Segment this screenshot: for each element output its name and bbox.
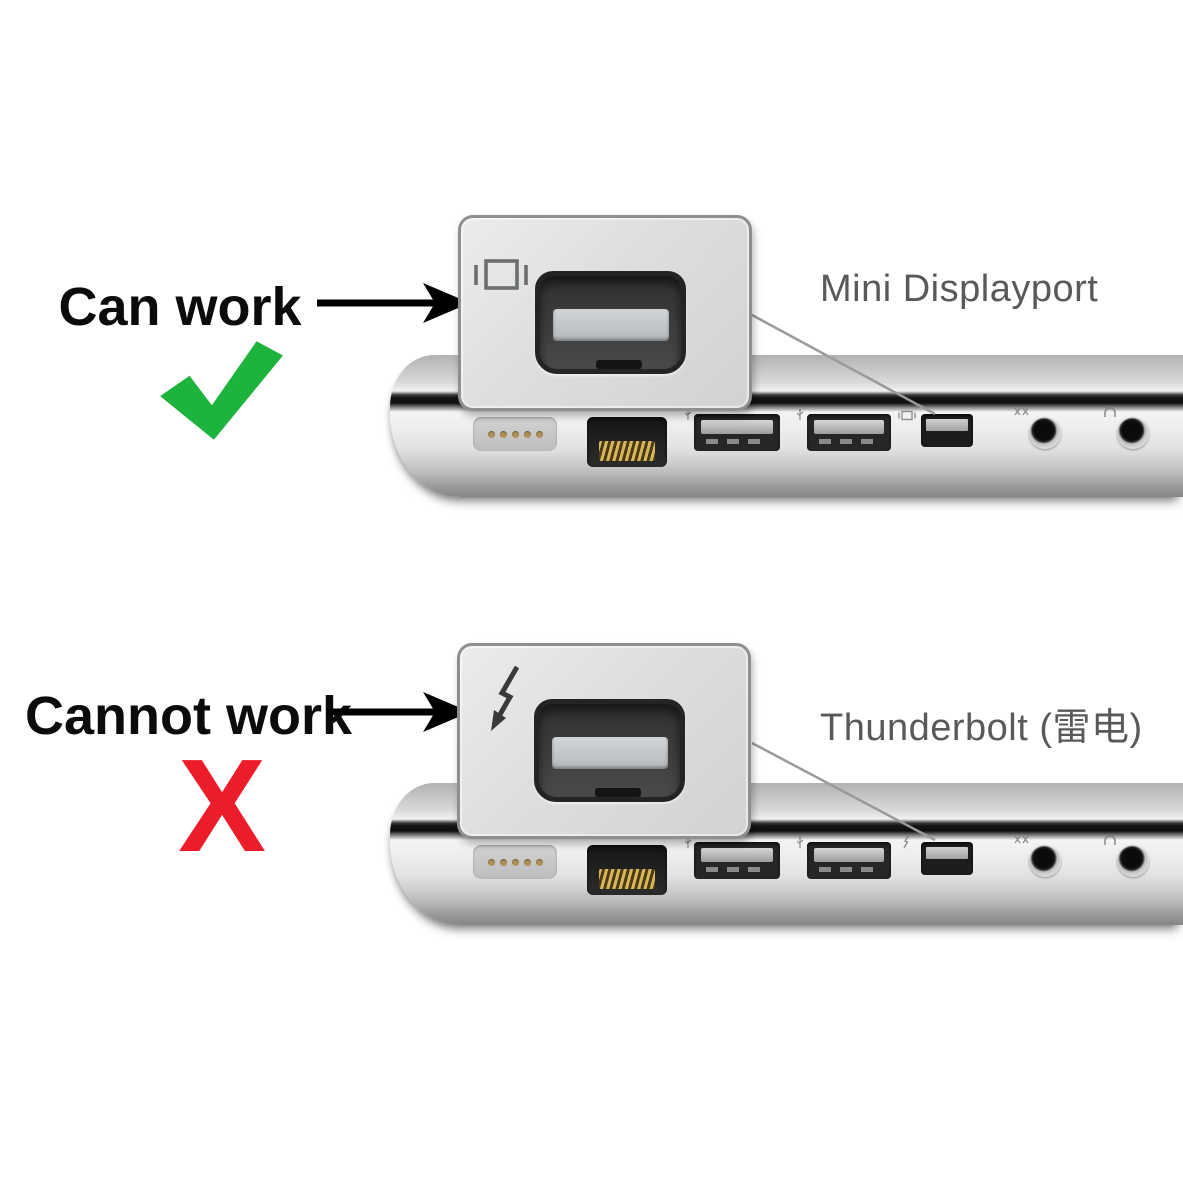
usb-tongue bbox=[814, 420, 884, 434]
port-tongue bbox=[926, 419, 968, 431]
usb-contacts bbox=[706, 439, 768, 444]
usb-tongue bbox=[701, 420, 773, 434]
usb-contacts bbox=[706, 867, 768, 872]
thunderbolt-adapter bbox=[457, 643, 751, 839]
check-icon bbox=[160, 341, 283, 440]
headphone-jack bbox=[1117, 417, 1149, 449]
status-label: Can work bbox=[58, 277, 302, 337]
audio-in-icon bbox=[1014, 835, 1029, 844]
thunderbolt-icon bbox=[491, 665, 520, 731]
port-label: Thunderbolt (雷电) bbox=[820, 707, 1143, 749]
magsafe-port bbox=[473, 845, 557, 879]
magsafe-pin bbox=[535, 858, 543, 866]
magsafe-pin bbox=[511, 858, 519, 866]
magsafe-port bbox=[473, 417, 557, 451]
usb-contacts bbox=[819, 439, 879, 444]
ethernet-pins bbox=[599, 441, 655, 461]
status-label: Cannot work bbox=[25, 686, 353, 746]
magsafe-pin bbox=[523, 430, 531, 438]
arrow-icon bbox=[327, 692, 470, 732]
mini-displayport-port bbox=[921, 414, 973, 447]
ethernet-port bbox=[587, 417, 667, 467]
magsafe-pin bbox=[487, 858, 495, 866]
usb-port bbox=[694, 842, 780, 879]
port-tongue bbox=[926, 847, 968, 859]
connector-tongue bbox=[553, 309, 669, 341]
display-icon bbox=[898, 410, 916, 421]
audio-in-jack bbox=[1029, 845, 1061, 877]
usb-tongue bbox=[701, 848, 773, 862]
usb-port bbox=[807, 842, 891, 879]
ethernet-pins bbox=[599, 869, 655, 889]
connector-tongue bbox=[552, 737, 668, 769]
magsafe-pin bbox=[535, 430, 543, 438]
headphone-jack bbox=[1117, 845, 1149, 877]
magsafe-pin bbox=[499, 430, 507, 438]
mini-displayport-connector bbox=[534, 699, 685, 802]
usb-contacts bbox=[819, 867, 879, 872]
magsafe-pin bbox=[511, 430, 519, 438]
magsafe-pin bbox=[487, 430, 495, 438]
thunderbolt-icon bbox=[903, 835, 910, 849]
usb-icon bbox=[796, 408, 804, 420]
usb-icon bbox=[796, 836, 804, 848]
headphones-icon bbox=[1104, 835, 1116, 845]
headphones-icon bbox=[1104, 407, 1116, 417]
audio-in-icon bbox=[1014, 407, 1029, 416]
usb-port bbox=[694, 414, 780, 451]
leader-line bbox=[751, 741, 936, 842]
connector-notch bbox=[596, 360, 642, 369]
usb-tongue bbox=[814, 848, 884, 862]
magsafe-pin bbox=[523, 858, 531, 866]
ethernet-port bbox=[587, 845, 667, 895]
port-label: Mini Displayport bbox=[820, 268, 1099, 310]
thunderbolt-port bbox=[921, 842, 973, 875]
cross-icon: X bbox=[178, 732, 267, 879]
connector-notch bbox=[595, 788, 641, 797]
arrow-icon bbox=[317, 283, 470, 323]
mini-displayport-connector bbox=[535, 271, 686, 374]
magsafe-pin bbox=[499, 858, 507, 866]
audio-in-jack bbox=[1029, 417, 1061, 449]
display-icon bbox=[474, 259, 528, 290]
mini-displayport-adapter bbox=[458, 215, 752, 411]
leader-line bbox=[751, 313, 936, 416]
usb-port bbox=[807, 414, 891, 451]
